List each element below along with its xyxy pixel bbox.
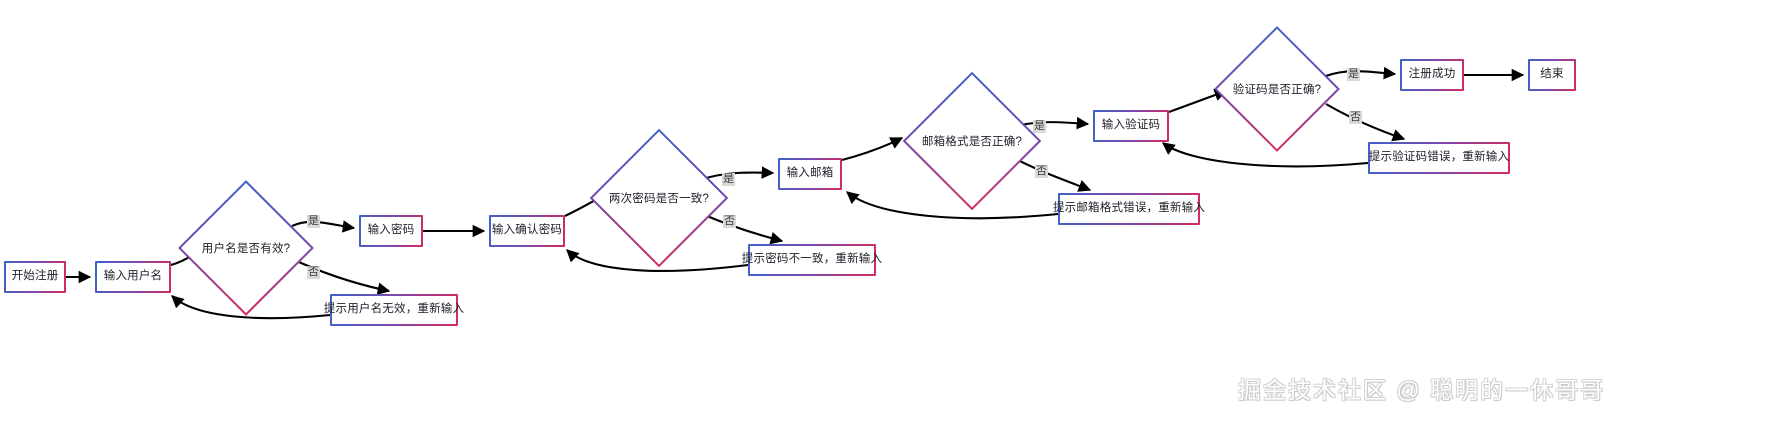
node-check-email-format-label: 邮箱格式是否正确?: [921, 136, 1023, 148]
node-error-email[interactable]: 提示邮箱格式错误，重新输入: [1053, 193, 1205, 225]
node-input-confirm-password[interactable]: 输入确认密码: [489, 215, 565, 247]
edge-label-code-no: 否: [1349, 111, 1362, 124]
edge-label-password-no: 否: [723, 215, 736, 228]
edge-label-code-yes: 是: [1347, 68, 1360, 81]
node-check-verify-code-label: 验证码是否正确?: [1232, 84, 1322, 96]
node-check-verify-code[interactable]: 验证码是否正确?: [1214, 26, 1340, 152]
edge-label-password-yes: 是: [722, 173, 735, 186]
node-error-password-label: 提示密码不一致，重新输入: [741, 253, 883, 266]
node-input-email[interactable]: 输入邮箱: [778, 158, 842, 190]
node-end-label: 结束: [1540, 68, 1564, 81]
edge-label-email-no: 否: [1035, 165, 1048, 178]
node-input-username[interactable]: 输入用户名: [95, 261, 171, 293]
node-input-password-label: 输入密码: [367, 224, 415, 237]
node-check-password-match[interactable]: 两次密码是否一致?: [589, 128, 729, 268]
edge-label-email-yes: 是: [1033, 120, 1046, 133]
node-check-username[interactable]: 用户名是否有效?: [178, 180, 314, 316]
watermark-text: 掘金技术社区 @ 聪明的一休哥哥: [1238, 377, 1606, 403]
node-error-password[interactable]: 提示密码不一致，重新输入: [742, 244, 882, 276]
node-input-username-label: 输入用户名: [103, 270, 163, 283]
node-check-username-label: 用户名是否有效?: [201, 243, 291, 255]
node-error-verify-code[interactable]: 提示验证码错误，重新输入: [1368, 142, 1510, 174]
node-input-email-label: 输入邮箱: [786, 167, 834, 180]
node-end[interactable]: 结束: [1528, 59, 1576, 91]
node-error-username[interactable]: 提示用户名无效，重新输入: [324, 294, 464, 326]
node-register-success-label: 注册成功: [1408, 68, 1456, 81]
node-input-password[interactable]: 输入密码: [359, 215, 423, 247]
node-error-username-label: 提示用户名无效，重新输入: [323, 303, 465, 316]
node-start[interactable]: 开始注册: [4, 261, 66, 293]
node-input-verify-code-label: 输入验证码: [1101, 119, 1161, 132]
node-input-verify-code[interactable]: 输入验证码: [1093, 110, 1169, 142]
node-error-verify-code-label: 提示验证码错误，重新输入: [1368, 151, 1510, 164]
node-check-email-format[interactable]: 邮箱格式是否正确?: [902, 71, 1042, 211]
node-input-confirm-password-label: 输入确认密码: [491, 224, 563, 237]
edge-input-mail-to-check-mail: [841, 137, 904, 162]
node-start-label: 开始注册: [11, 270, 59, 283]
node-check-password-match-label: 两次密码是否一致?: [608, 193, 710, 205]
node-register-success[interactable]: 注册成功: [1400, 59, 1464, 91]
node-error-email-label: 提示邮箱格式错误，重新输入: [1052, 202, 1206, 215]
edge-label-username-yes: 是: [307, 215, 320, 228]
edge-label-username-no: 否: [307, 266, 320, 279]
